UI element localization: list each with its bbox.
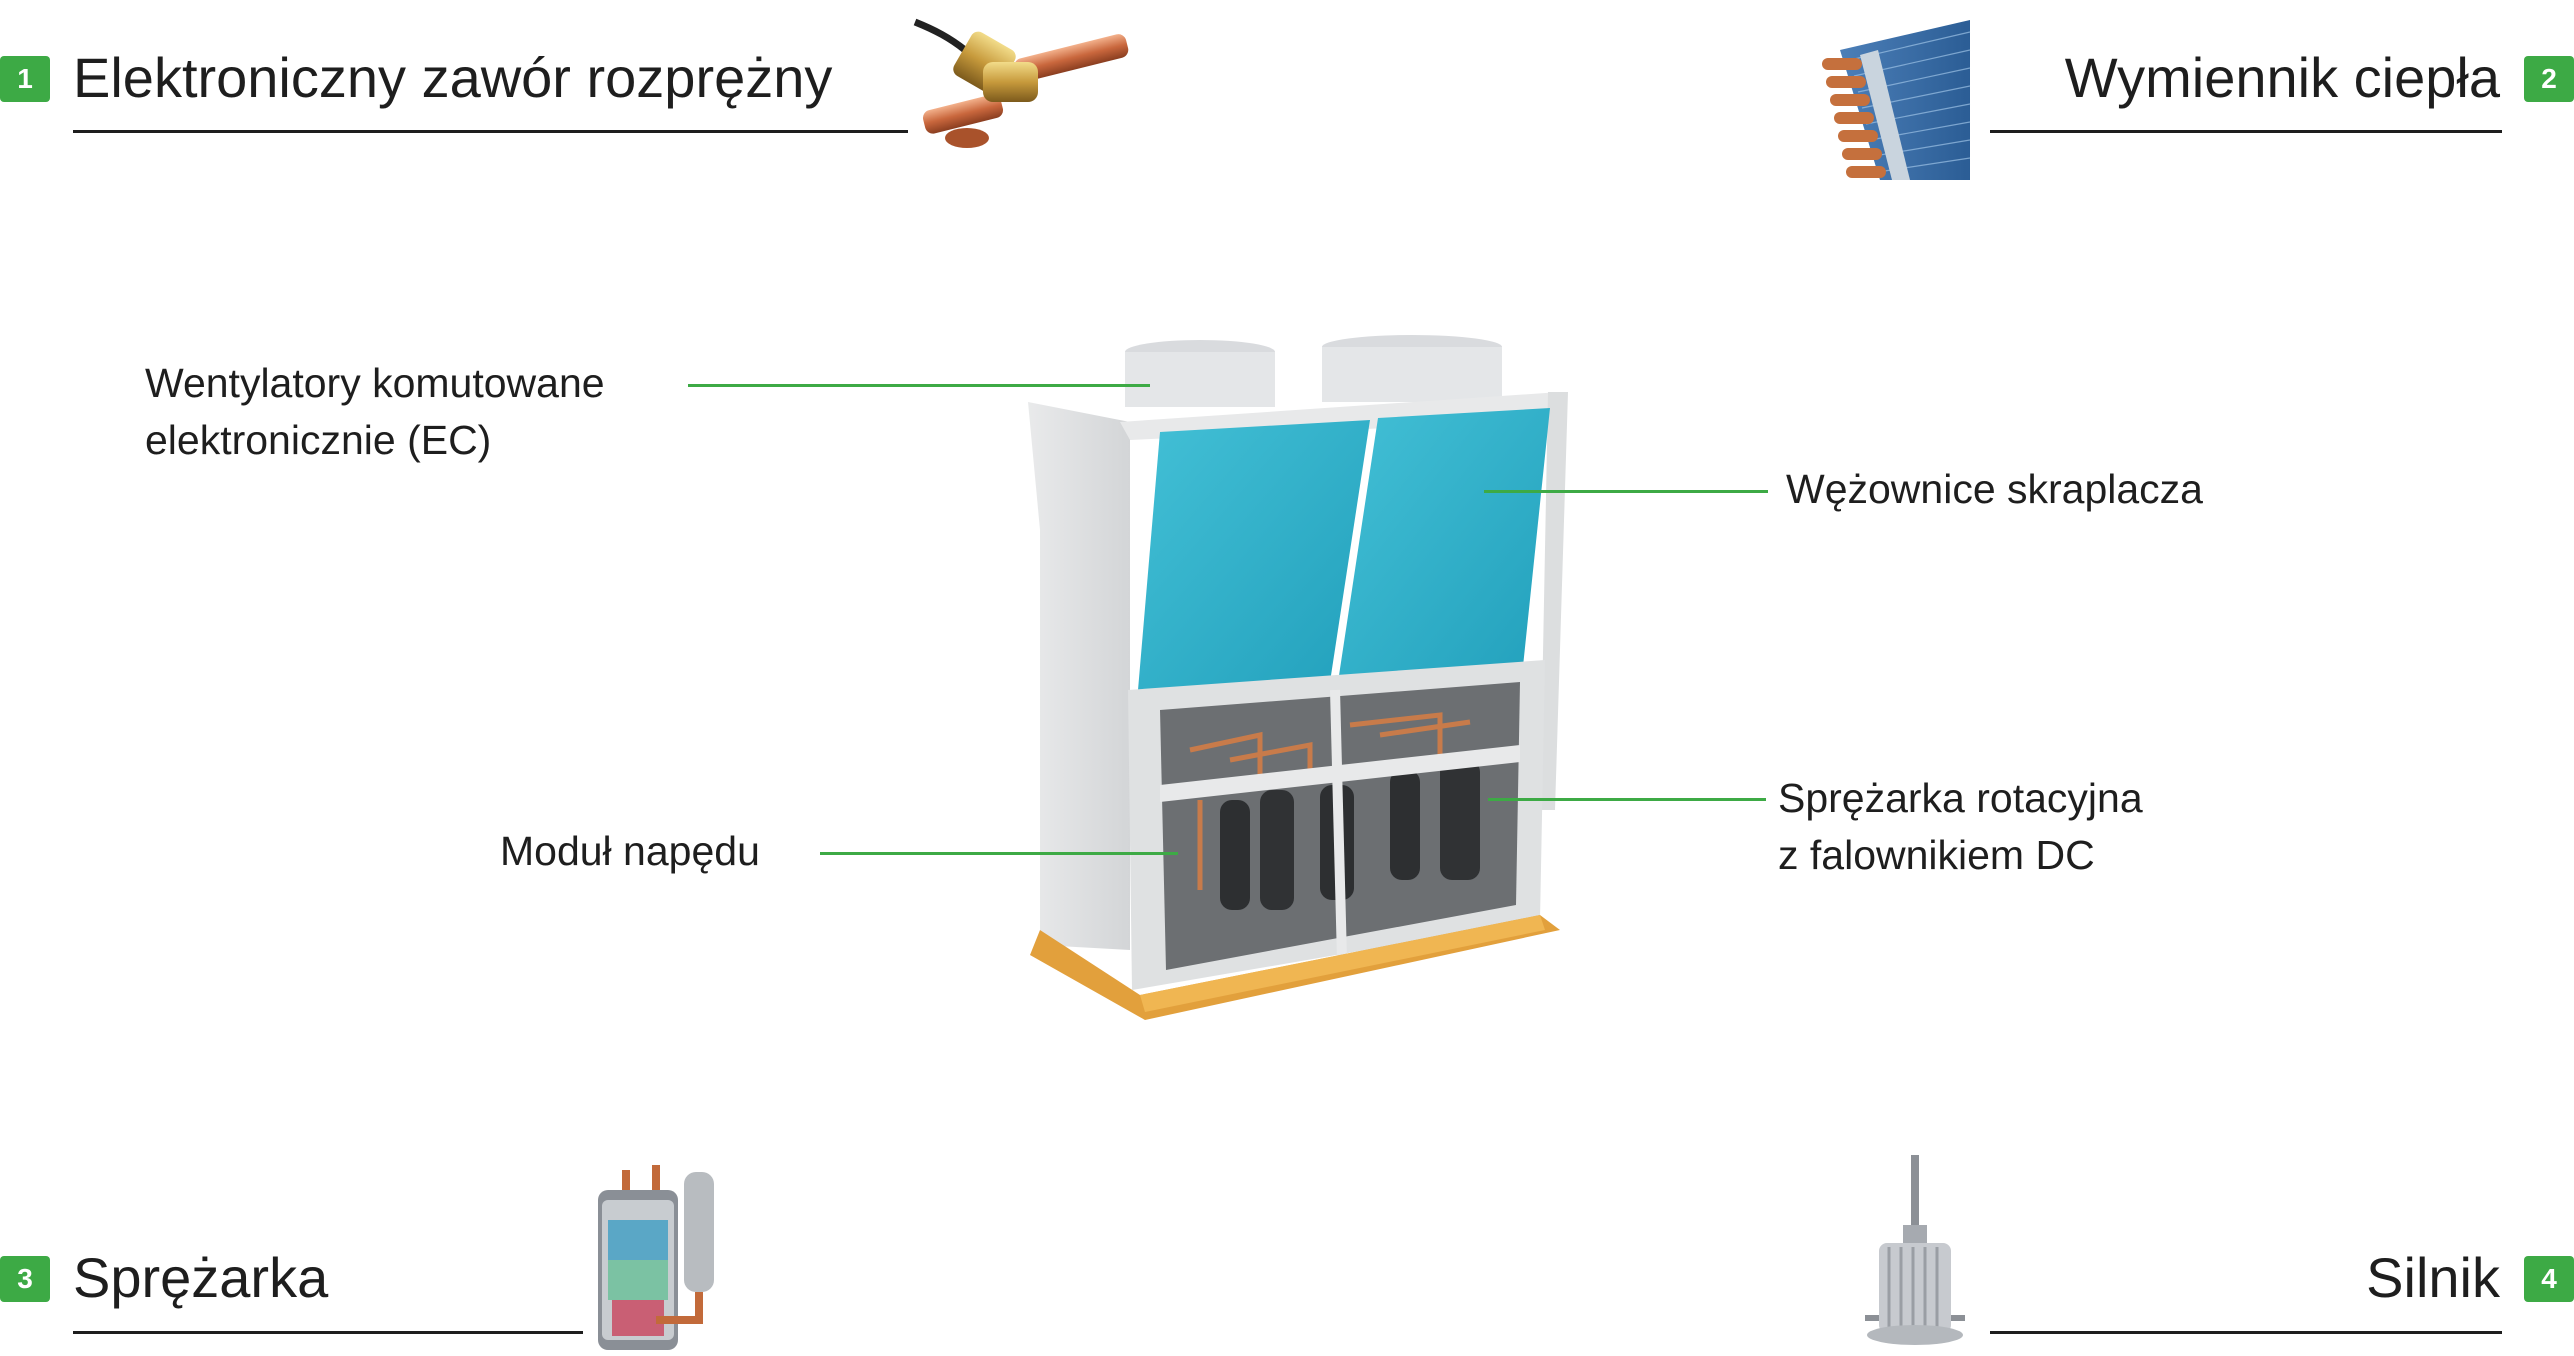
- inverter-compressor-leader: [1488, 798, 1766, 801]
- condenser-coils-label: Wężownice skraplacza: [1786, 466, 2203, 512]
- condenser-coils-leader: [1484, 490, 1768, 493]
- ec-fans-label: Wentylatory komutowane elektronicznie (E…: [145, 355, 605, 469]
- number-badge-4: 4: [2524, 1256, 2574, 1302]
- inverter-compressor-label-line1: Sprężarka rotacyjna: [1778, 775, 2143, 821]
- ec-fans-label-line2: elektronicznie (EC): [145, 417, 492, 463]
- heat-exchanger-title: Wymiennik ciepła: [2064, 46, 2500, 109]
- drive-module-label: Moduł napędu: [500, 828, 760, 874]
- title-underline-2: [1990, 130, 2502, 133]
- inverter-compressor-label: Sprężarka rotacyjna z falownikiem DC: [1778, 770, 2143, 884]
- motor-title: Silnik: [2366, 1246, 2500, 1309]
- expansion-valve-icon: [913, 18, 1129, 148]
- title-underline-3: [73, 1331, 583, 1334]
- number-badge-2: 2: [2524, 56, 2574, 102]
- title-underline-4: [1990, 1331, 2502, 1334]
- number-badge-1: 1: [0, 56, 50, 102]
- compressor-title: Sprężarka: [73, 1246, 329, 1309]
- inverter-compressor-label-line2: z falownikiem DC: [1778, 832, 2095, 878]
- heat-exchanger-icon: [1822, 20, 1971, 180]
- condensing-unit-illustration: [1028, 335, 1568, 1020]
- compressor-icon: [598, 1165, 714, 1350]
- expansion-valve-title: Elektroniczny zawór rozprężny: [73, 46, 833, 109]
- title-underline-1: [73, 130, 908, 133]
- motor-icon: [1865, 1155, 1965, 1345]
- drive-module-leader: [820, 852, 1178, 855]
- ec-fans-leader: [688, 384, 1150, 387]
- number-badge-3: 3: [0, 1256, 50, 1302]
- ec-fans-label-line1: Wentylatory komutowane: [145, 360, 605, 406]
